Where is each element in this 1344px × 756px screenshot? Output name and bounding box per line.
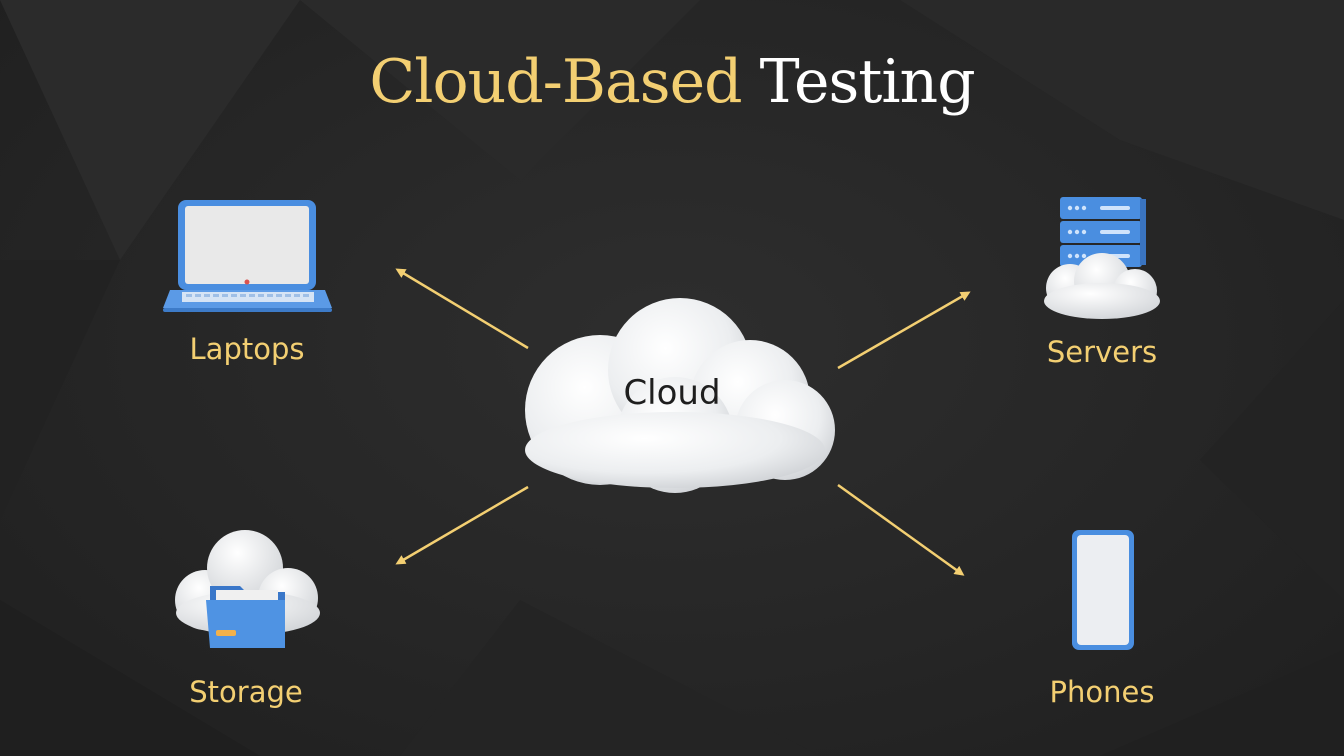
node-label-servers: Servers [1046,335,1158,369]
server-rack-icon [1044,197,1160,319]
laptop-icon [163,200,332,312]
page-title: Cloud-Based Testing [0,46,1344,118]
arrow-to-servers [837,291,971,370]
arrow-to-laptops [395,268,529,350]
phone-icon [1072,530,1134,650]
node-label-storage: Storage [189,675,303,709]
title-rest: Testing [759,47,976,117]
arrow-to-phones [837,483,965,576]
cloud-folder-icon [175,530,320,648]
node-label-laptops: Laptops [189,332,305,366]
arrow-to-storage [395,485,529,565]
title-accent: Cloud-Based [369,47,742,117]
cloud-icon [525,298,835,493]
node-label-phones: Phones [1049,675,1155,709]
cloud-label: Cloud [623,373,721,413]
